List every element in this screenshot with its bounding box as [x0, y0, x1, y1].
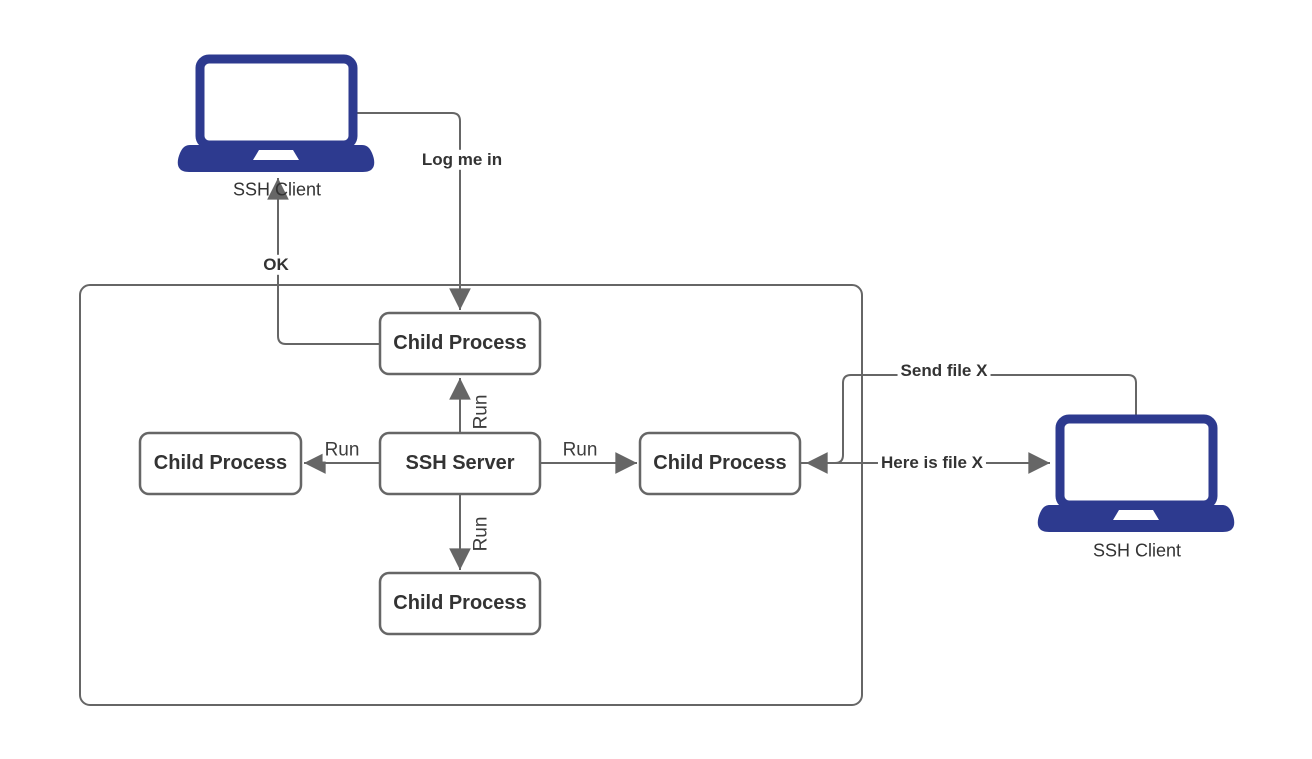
edge-label-run-left: Run: [322, 439, 362, 462]
client-label-left: SSH Client: [232, 179, 322, 200]
edge-label-run-up: Run: [470, 392, 493, 432]
laptop-icon-left: [177, 54, 375, 172]
node-ssh-server: [378, 431, 542, 496]
edge-label-run-right: Run: [560, 439, 600, 462]
edge-label-run-down: Run: [470, 514, 493, 554]
edge-log-me-in: [357, 112, 471, 310]
edge-ok: [267, 178, 380, 345]
edge-label-here-is-file-x: Here is file X: [877, 452, 987, 474]
node-label-child-process-bottom: Child Process: [393, 592, 527, 614]
edge-label-send-file-x: Send file X: [897, 360, 991, 382]
node-child-process-top: [378, 311, 542, 376]
node-label-child-process-left: Child Process: [153, 452, 288, 474]
laptop-icon-right: [1037, 414, 1235, 532]
client-label-right: SSH Client: [1092, 540, 1182, 561]
edge-label-ok: OK: [260, 254, 292, 276]
edge-label-log-me-in: Log me in: [418, 149, 506, 171]
node-child-process-left: [138, 431, 303, 496]
edge-send-file-x: [806, 374, 1137, 474]
nodes-group: [138, 311, 802, 636]
server-boundary-box: [79, 284, 863, 706]
node-child-process-bottom: [378, 571, 542, 636]
node-child-process-right: [638, 431, 802, 496]
node-label-ssh-server: SSH Server: [405, 452, 515, 474]
node-label-child-process-right: Child Process: [653, 452, 787, 474]
node-label-child-process-top: Child Process: [393, 332, 527, 354]
